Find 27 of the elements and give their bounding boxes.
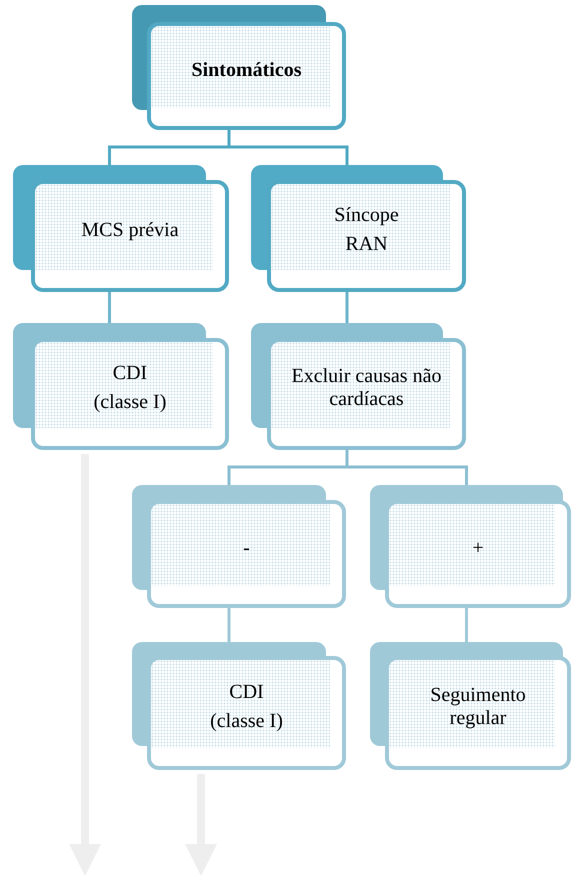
- node-label: Sintomáticos: [192, 58, 302, 82]
- node-label: RAN: [345, 233, 388, 256]
- process-box: [251, 165, 466, 292]
- connector-line: [346, 450, 468, 485]
- node-label: (classe I): [210, 710, 283, 733]
- process-box: [132, 5, 346, 130]
- connector-line: [465, 608, 468, 642]
- connector-line: [228, 130, 348, 165]
- node-label: +: [472, 536, 484, 560]
- node-label: Síncope: [334, 204, 399, 227]
- process-box: [370, 642, 571, 770]
- connector-line: [108, 292, 111, 323]
- node-label: Excluir causas não cardíacas: [290, 365, 442, 411]
- node-label: CDI: [229, 681, 264, 704]
- process-box: [13, 165, 229, 292]
- node-label: (classe I): [94, 391, 166, 414]
- node-label: Seguimento regular: [429, 684, 527, 730]
- connector-line: [346, 292, 348, 323]
- process-box: [132, 642, 346, 770]
- node-label: CDI: [112, 362, 148, 385]
- node-label: -: [243, 536, 250, 560]
- connector-line: [228, 608, 230, 642]
- node-label: MCS prévia: [81, 218, 179, 242]
- process-box: [132, 485, 346, 608]
- process-box: [251, 323, 466, 450]
- process-box: [13, 323, 229, 450]
- process-box: [370, 485, 571, 608]
